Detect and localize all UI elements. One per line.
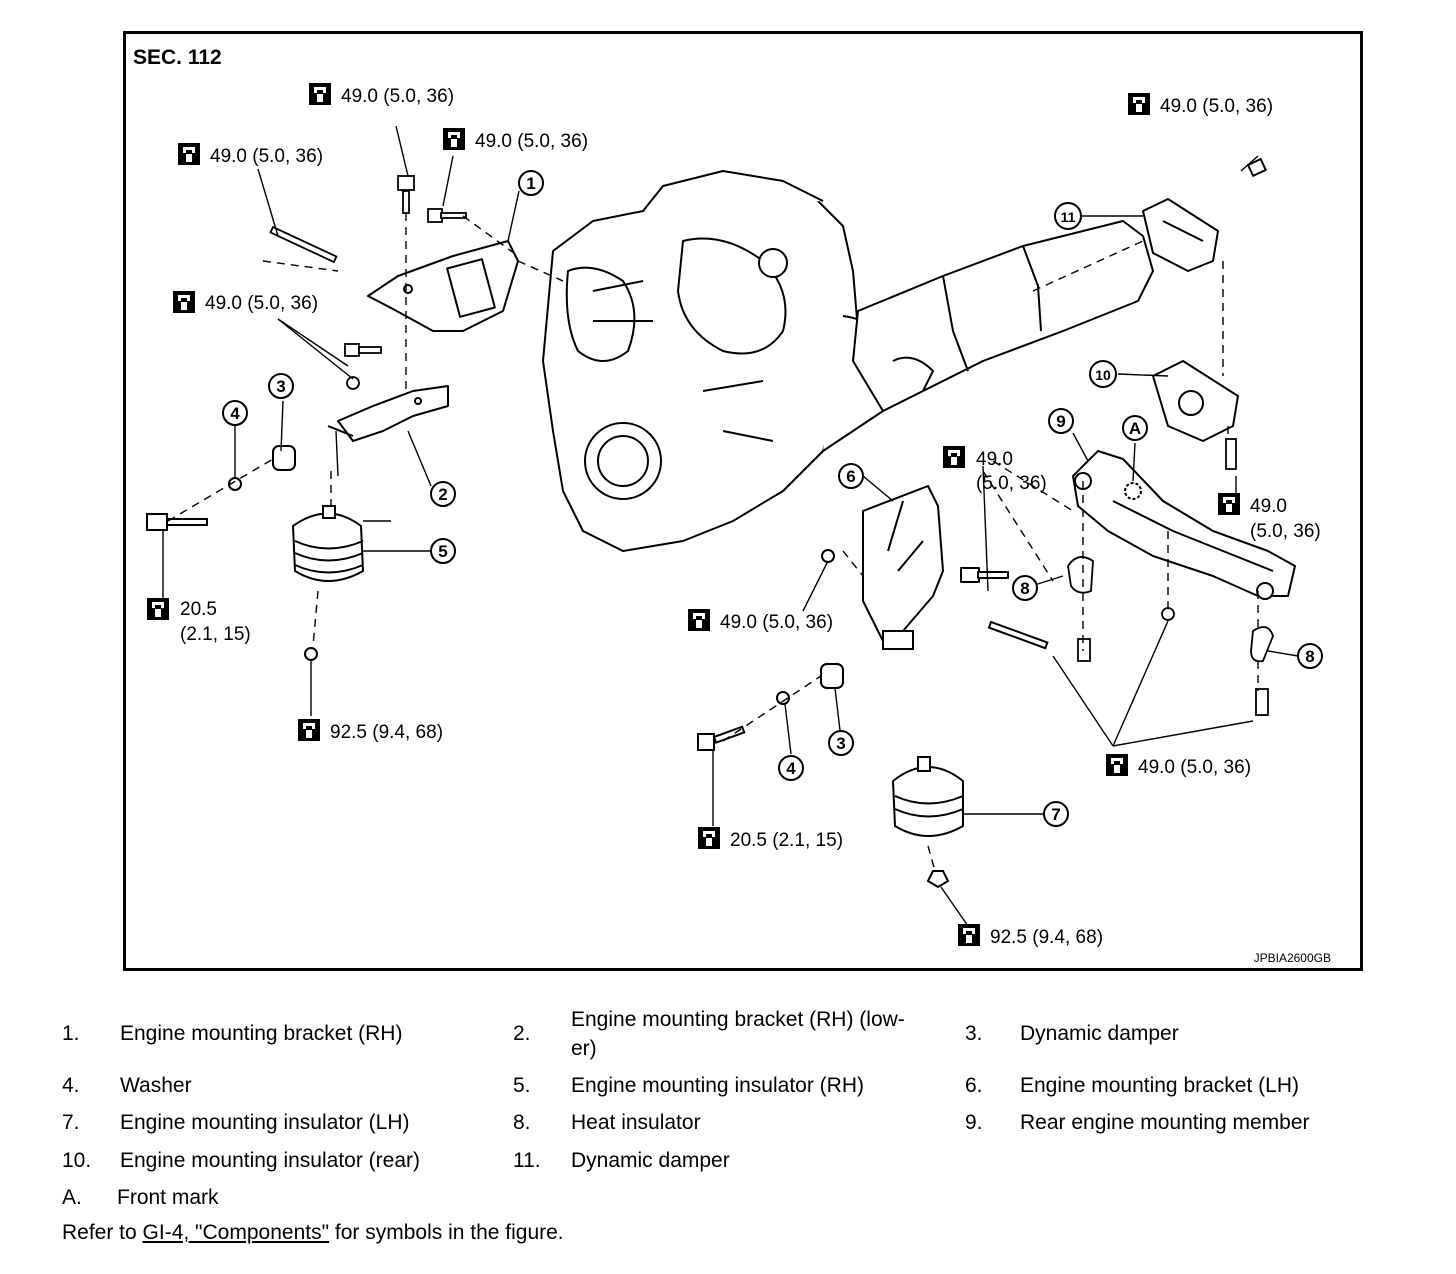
torque-left-mid: 49.0 (5.0, 36) <box>205 293 318 314</box>
lh-insulator <box>891 756 964 889</box>
rh-bracket <box>367 240 519 332</box>
heat-insulators <box>1067 438 1274 716</box>
torque-left-20-5-sub: (2.1, 15) <box>180 624 251 645</box>
components-link[interactable]: GI-4, "Components" <box>142 1221 330 1244</box>
solid-leaders <box>162 125 1259 927</box>
svg-text:9: 9 <box>1056 412 1065 431</box>
callout-2: 2 <box>430 481 456 507</box>
torque-center-sub: (5.0, 36) <box>976 473 1047 494</box>
torque-right: 49.0 <box>1250 496 1287 517</box>
footer-suffix: for symbols in the figure. <box>329 1221 564 1244</box>
footer-prefix: Refer to <box>62 1221 143 1244</box>
rear-insulator <box>1152 360 1239 442</box>
torque-labels: 49.0 (5.0, 36) 49.0 (5.0, 36) 49.0 (5.0,… <box>147 83 1321 948</box>
svg-text:7: 7 <box>1051 805 1060 824</box>
callout-8-left: 8 <box>1012 575 1038 601</box>
rear-dynamic-damper <box>1142 158 1267 272</box>
torque-center-low: 49.0 (5.0, 36) <box>720 612 833 633</box>
torque-bottom-right: 49.0 (5.0, 36) <box>1138 757 1251 778</box>
callout-3-left: 3 <box>268 373 294 399</box>
lh-damper <box>697 620 1049 751</box>
callout-8-right: 8 <box>1297 643 1323 669</box>
footer-note: Refer to GI-4, "Components" for symbols … <box>62 1221 564 1245</box>
svg-text:8: 8 <box>1305 647 1314 666</box>
svg-text:4: 4 <box>230 404 240 423</box>
image-code: JPBIA2600GB <box>1254 951 1331 965</box>
lh-bracket <box>821 485 1009 642</box>
torque-center: 49.0 <box>976 449 1013 470</box>
callouts: 1 3 4 2 5 6 3 4 7 8 8 9 A 10 11 <box>222 170 1323 827</box>
rh-lower-bracket <box>327 385 449 442</box>
svg-text:8: 8 <box>1020 579 1029 598</box>
transmission <box>852 220 1154 412</box>
svg-text:1: 1 <box>526 174 535 193</box>
section-label: SEC. 112 <box>133 46 222 69</box>
callout-10: 10 <box>1089 360 1117 388</box>
callout-11: 11 <box>1054 202 1082 230</box>
torque-top-center: 49.0 (5.0, 36) <box>341 86 454 107</box>
svg-text:3: 3 <box>276 377 285 396</box>
callout-4-left: 4 <box>222 400 248 426</box>
torque-left-92-5: 92.5 (9.4, 68) <box>330 722 443 743</box>
svg-text:11: 11 <box>1061 209 1076 225</box>
svg-text:10: 10 <box>1095 367 1111 383</box>
rh-damper <box>146 445 296 531</box>
rh-bolts <box>269 175 467 390</box>
torque-bottom-92-5: 92.5 (9.4, 68) <box>990 927 1103 948</box>
torque-bottom-20-5: 20.5 (2.1, 15) <box>730 830 843 851</box>
torque-right-sub: (5.0, 36) <box>1250 521 1321 542</box>
callout-3-right: 3 <box>828 730 854 756</box>
rear-mounting-member <box>1072 450 1296 600</box>
svg-text:5: 5 <box>438 542 447 561</box>
svg-text:4: 4 <box>786 759 796 778</box>
svg-text:A: A <box>1129 419 1141 438</box>
callout-9: 9 <box>1048 408 1074 434</box>
torque-top-mid: 49.0 (5.0, 36) <box>475 131 588 152</box>
rh-insulator <box>291 505 365 661</box>
callout-1: 1 <box>518 170 544 196</box>
svg-text:2: 2 <box>438 485 447 504</box>
torque-top-left: 49.0 (5.0, 36) <box>210 146 323 167</box>
leader-lines <box>167 213 1259 872</box>
callout-5: 5 <box>430 538 456 564</box>
callout-6: 6 <box>838 463 864 489</box>
svg-text:6: 6 <box>846 467 855 486</box>
svg-text:3: 3 <box>836 734 845 753</box>
exploded-view-diagram: SEC. 112 JPBIA2600GB <box>123 31 1363 971</box>
torque-left-20-5: 20.5 <box>180 599 217 620</box>
callout-4-right: 4 <box>778 755 804 781</box>
callout-A: A <box>1122 415 1148 441</box>
callout-7: 7 <box>1043 801 1069 827</box>
torque-top-right: 49.0 (5.0, 36) <box>1160 96 1273 117</box>
